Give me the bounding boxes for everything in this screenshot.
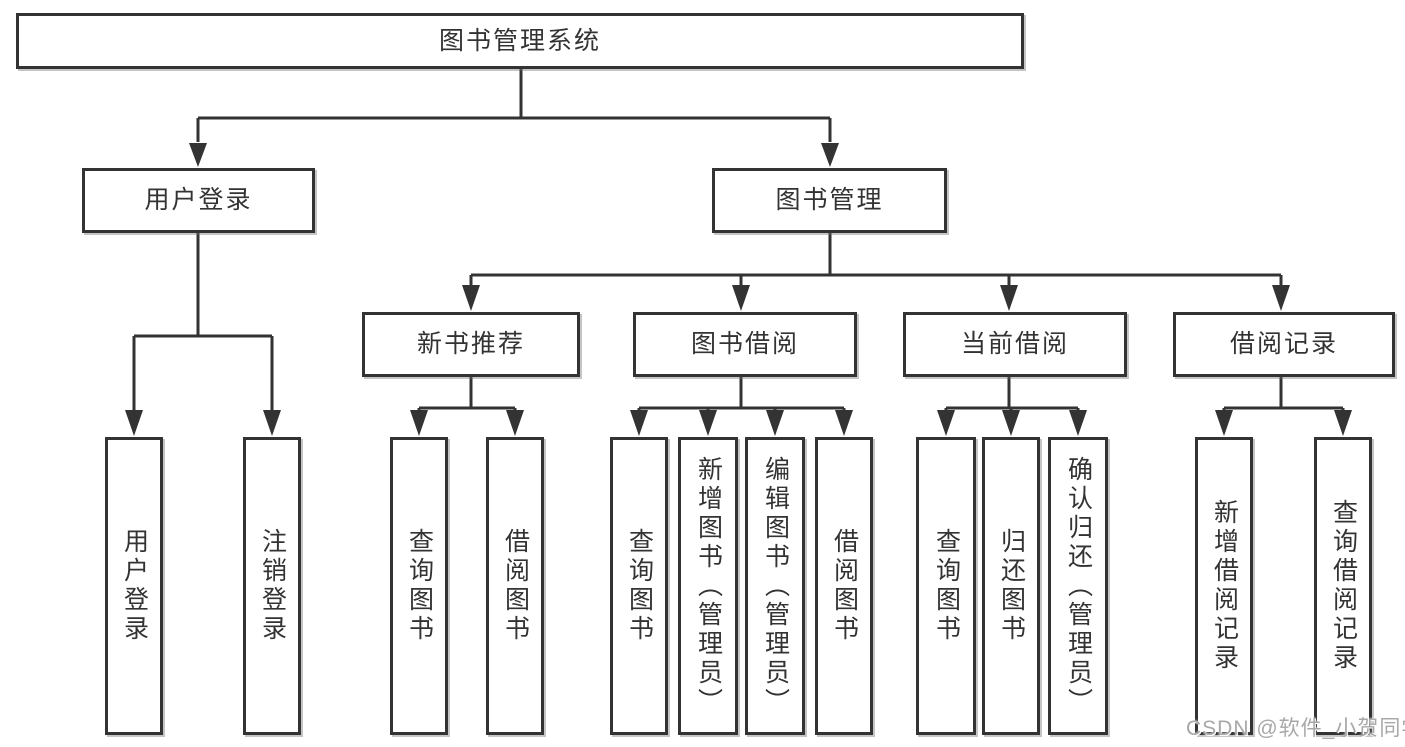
node-label: 用户登录 bbox=[120, 528, 149, 644]
node-label: 图书管理系统 bbox=[438, 26, 601, 55]
node-label: 图书借阅 bbox=[690, 330, 799, 358]
confirm-return-admin-leaf: 确认归还（管理员） bbox=[1048, 437, 1108, 735]
node-label: 查询借阅记录 bbox=[1329, 499, 1358, 673]
return-book-leaf: 归还图书 bbox=[982, 437, 1040, 735]
book-management-node: 图书管理 bbox=[712, 168, 947, 233]
node-label: 查询图书 bbox=[625, 528, 654, 644]
node-label: 编辑图书（管理员） bbox=[761, 455, 790, 717]
node-label: 查询图书 bbox=[932, 528, 961, 644]
node-label: 注销登录 bbox=[258, 528, 287, 644]
node-label: 新增借阅记录 bbox=[1210, 499, 1239, 673]
user-login-leaf: 用户登录 bbox=[105, 437, 163, 735]
query-books-leaf-3: 查询图书 bbox=[916, 437, 976, 735]
borrow-record-node: 借阅记录 bbox=[1173, 312, 1395, 377]
borrow-books-leaf-1: 借阅图书 bbox=[486, 437, 544, 735]
query-books-leaf-1: 查询图书 bbox=[390, 437, 448, 735]
node-label: 借阅记录 bbox=[1229, 330, 1338, 358]
query-borrow-record-leaf: 查询借阅记录 bbox=[1314, 437, 1372, 735]
logout-leaf: 注销登录 bbox=[243, 437, 301, 735]
node-label: 图书管理 bbox=[775, 186, 884, 214]
root-node: 图书管理系统 bbox=[16, 13, 1024, 69]
node-label: 查询图书 bbox=[405, 528, 434, 644]
node-label: 新增图书（管理员） bbox=[694, 455, 723, 717]
csdn-watermark: CSDN @软件_小贺同学 bbox=[1186, 717, 1405, 740]
current-borrow-node: 当前借阅 bbox=[903, 312, 1127, 377]
borrow-books-leaf-2: 借阅图书 bbox=[815, 437, 873, 735]
edit-book-admin-leaf: 编辑图书（管理员） bbox=[745, 437, 805, 735]
node-label: 确认归还（管理员） bbox=[1064, 455, 1093, 717]
node-label: 借阅图书 bbox=[830, 528, 859, 644]
add-book-admin-leaf: 新增图书（管理员） bbox=[678, 437, 738, 735]
new-book-recommend-node: 新书推荐 bbox=[362, 312, 580, 377]
node-label: 当前借阅 bbox=[960, 330, 1069, 358]
user-login-node: 用户登录 bbox=[82, 168, 315, 233]
node-label: 新书推荐 bbox=[416, 330, 525, 358]
query-books-leaf-2: 查询图书 bbox=[610, 437, 668, 735]
book-borrow-node: 图书借阅 bbox=[633, 312, 857, 377]
add-borrow-record-leaf: 新增借阅记录 bbox=[1195, 437, 1253, 735]
node-label: 归还图书 bbox=[997, 528, 1026, 644]
node-label: 借阅图书 bbox=[501, 528, 530, 644]
node-label: 用户登录 bbox=[144, 186, 253, 214]
